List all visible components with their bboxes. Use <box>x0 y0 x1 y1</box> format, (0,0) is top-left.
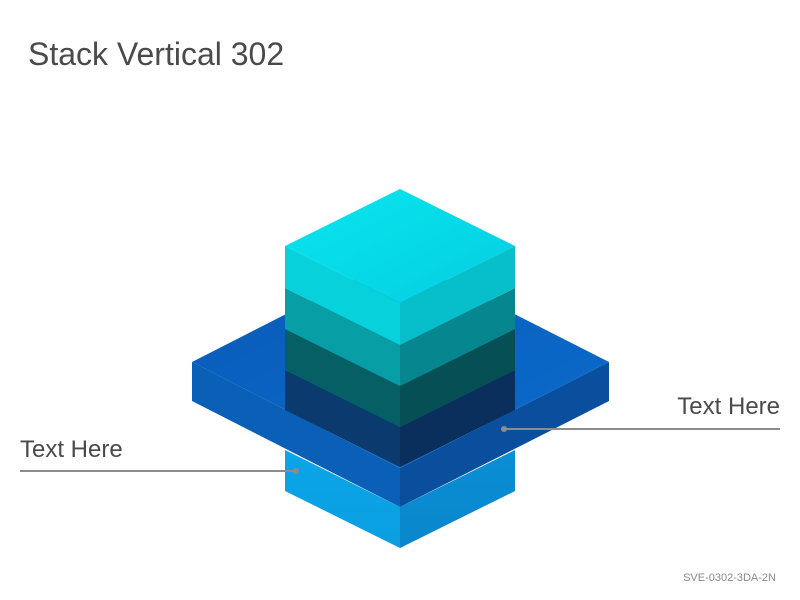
stack-layer-bottom-left-face <box>285 450 400 548</box>
stack-layer-top-right-face <box>400 246 515 345</box>
stack-layer-top-face <box>285 189 515 303</box>
stack-layer-top-left-face <box>285 246 400 345</box>
stack-layer-1-left-face <box>285 288 400 386</box>
stack-layer-bottom <box>285 450 515 548</box>
plate-right-face <box>400 362 609 507</box>
callout-left-text[interactable]: Text Here <box>20 436 123 463</box>
stack-layer-2-right-face <box>400 329 515 427</box>
stack-layer-3 <box>285 370 515 467</box>
stack-layer-3-left-face <box>285 370 400 467</box>
stack-layer-1-right-face <box>400 288 515 386</box>
leader-line-right <box>501 426 780 432</box>
slide-code: SVE-0302-3DA-2N <box>683 572 776 584</box>
stack-layer-bottom-right-face <box>400 450 515 548</box>
stack-layer-2 <box>285 329 515 427</box>
callout-right-text[interactable]: Text Here <box>677 393 780 420</box>
stack-layer-2-left-face <box>285 329 400 427</box>
page-title: Stack Vertical 302 <box>28 36 285 72</box>
stack-layer-1 <box>285 288 515 386</box>
stack-layer-3-right-face <box>400 370 515 467</box>
stack-layer-top <box>285 189 515 345</box>
leader-dot-left <box>293 468 299 474</box>
leader-line-left <box>20 468 299 474</box>
leader-dot-right <box>501 426 507 432</box>
plate-left-face <box>192 362 400 507</box>
